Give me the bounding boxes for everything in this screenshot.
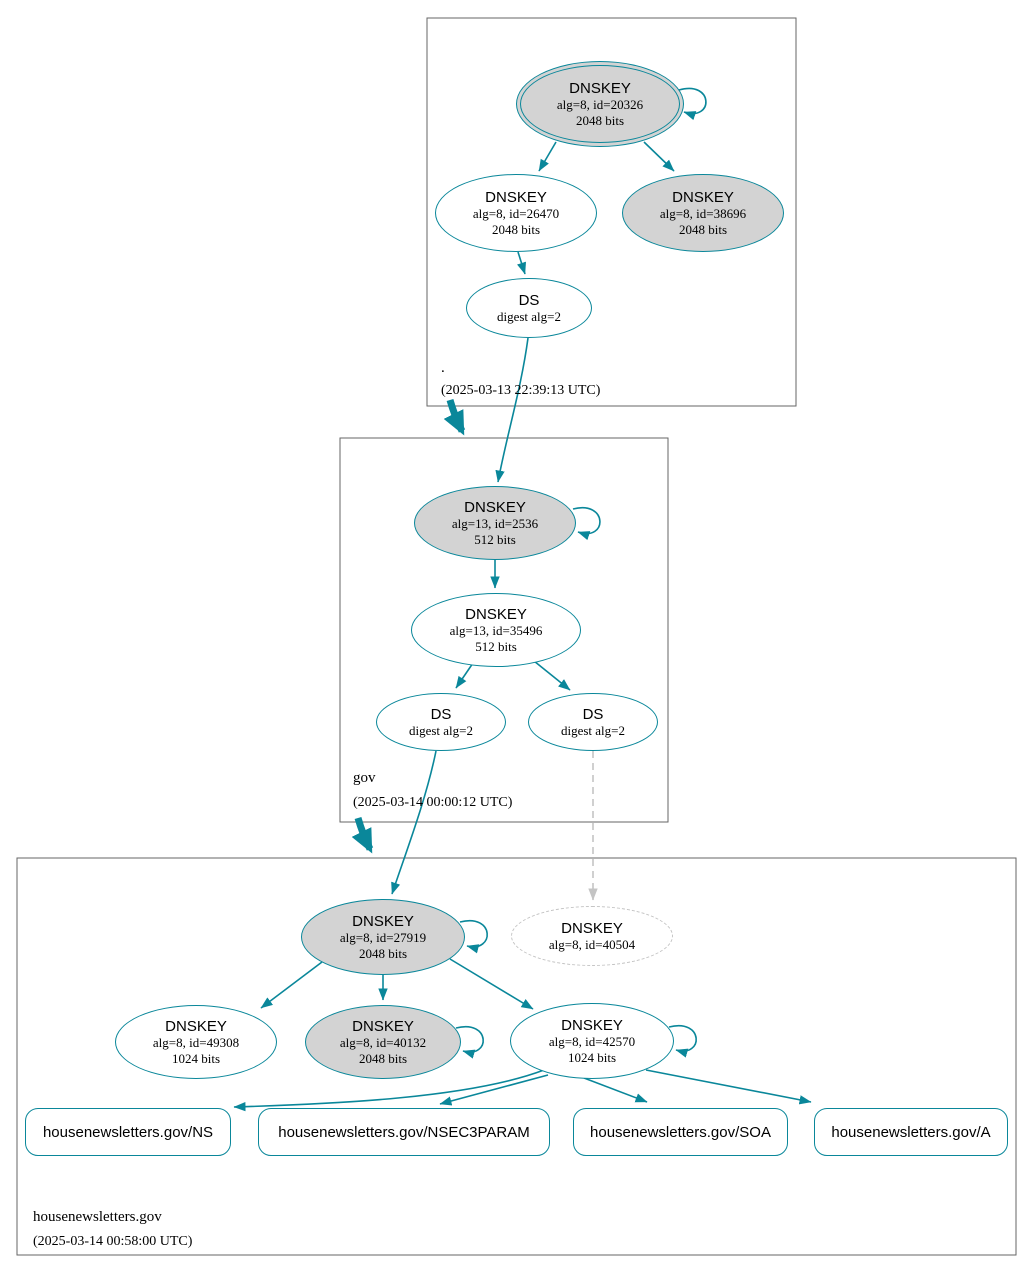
hnl-zone-name: housenewsletters.gov xyxy=(33,1209,162,1225)
gov-ds1-node[interactable]: DS digest alg=2 xyxy=(376,693,506,751)
root-zsk-dnskey-node[interactable]: DNSKEY alg=8, id=26470 2048 bits xyxy=(435,174,597,252)
node-meta: digest alg=2 xyxy=(408,722,474,738)
edge-root-ksk-key2 xyxy=(643,141,675,172)
node-bits: 1024 bits xyxy=(567,1049,617,1065)
node-meta: digest alg=2 xyxy=(496,308,562,324)
zone-box-gov xyxy=(339,437,669,823)
hnl-zsk3-dnskey-node[interactable]: DNSKEY alg=8, id=42570 1024 bits xyxy=(510,1003,674,1079)
rrset-label: housenewsletters.gov/NSEC3PARAM xyxy=(278,1123,530,1141)
node-bits: 2048 bits xyxy=(358,1050,408,1066)
node-title: DS xyxy=(430,705,452,723)
edge-hnl-zsk3-ns xyxy=(233,1069,545,1112)
edge-root-zsk-ds xyxy=(517,251,526,275)
node-bits: 2048 bits xyxy=(575,112,625,128)
rrset-soa-node[interactable]: housenewsletters.gov/SOA xyxy=(573,1108,788,1156)
gov-ds2-node[interactable]: DS digest alg=2 xyxy=(528,693,658,751)
node-title: DNSKEY xyxy=(352,1018,414,1036)
node-bits: 2048 bits xyxy=(678,221,728,237)
rrset-label: housenewsletters.gov/NS xyxy=(42,1123,214,1141)
edge-hnl-ksk-zsk3 xyxy=(449,958,534,1010)
rrset-label: housenewsletters.gov/A xyxy=(831,1123,991,1141)
edge-root-ds-gov-ksk xyxy=(495,337,529,483)
node-meta: alg=8, id=42570 xyxy=(548,1034,636,1050)
node-title: DNSKEY xyxy=(465,606,527,624)
node-title: DS xyxy=(518,291,540,309)
hnl-zsk2-dnskey-node[interactable]: DNSKEY alg=8, id=40132 2048 bits xyxy=(305,1005,461,1079)
edge-hnl-zsk3-selfloop xyxy=(668,1024,697,1058)
gov-ksk-dnskey-node[interactable]: DNSKEY alg=13, id=2536 512 bits xyxy=(414,486,576,560)
node-meta: alg=13, id=35496 xyxy=(449,623,543,639)
node-bits: 1024 bits xyxy=(171,1050,221,1066)
node-meta: alg=13, id=2536 xyxy=(451,516,539,532)
edge-hnl-zsk3-soa xyxy=(583,1077,648,1103)
rrset-label: housenewsletters.gov/SOA xyxy=(590,1123,771,1141)
gov-zsk-dnskey-node[interactable]: DNSKEY alg=13, id=35496 512 bits xyxy=(411,593,581,667)
node-meta: digest alg=2 xyxy=(560,722,626,738)
zone-box-root xyxy=(426,17,797,407)
rrset-ns-node[interactable]: housenewsletters.gov/NS xyxy=(25,1108,231,1156)
node-title: DNSKEY xyxy=(165,1018,227,1036)
edge-gov-ksk-selfloop xyxy=(572,506,601,541)
gov-zone-name: gov xyxy=(353,770,376,786)
node-meta: alg=8, id=40132 xyxy=(339,1035,427,1051)
node-title: DNSKEY xyxy=(485,189,547,207)
zone-box-housenewsletters xyxy=(16,857,1017,1256)
root-zone-timestamp: (2025-03-13 22:39:13 UTC) xyxy=(441,383,601,398)
edge-root-to-gov-delegation xyxy=(443,399,466,436)
node-title: DNSKEY xyxy=(352,913,414,931)
node-bits: 512 bits xyxy=(474,531,516,547)
node-meta: alg=8, id=38696 xyxy=(659,206,747,222)
edge-gov-zsk-ds2 xyxy=(533,660,571,691)
node-meta: alg=8, id=20326 xyxy=(556,97,644,113)
node-title: DNSKEY xyxy=(672,189,734,207)
hnl-ksk-dnskey-node[interactable]: DNSKEY alg=8, id=27919 2048 bits xyxy=(301,899,465,975)
node-bits: 2048 bits xyxy=(358,945,408,961)
root-zone-name: . xyxy=(441,360,445,376)
node-bits: 2048 bits xyxy=(491,221,541,237)
node-meta: alg=8, id=26470 xyxy=(472,206,560,222)
edge-hnl-ksk-selfloop xyxy=(459,919,488,954)
node-meta: alg=8, id=40504 xyxy=(548,936,636,952)
hnl-zone-timestamp: (2025-03-14 00:58:00 UTC) xyxy=(33,1234,193,1249)
edge-root-ksk-zsk xyxy=(538,141,557,172)
edge-root-ksk-selfloop xyxy=(678,87,707,121)
edge-gov-zsk-ds1 xyxy=(455,662,474,689)
hnl-zsk1-dnskey-node[interactable]: DNSKEY alg=8, id=49308 1024 bits xyxy=(115,1005,277,1079)
node-bits: 512 bits xyxy=(475,638,517,654)
edge-hnl-ksk-zsk1 xyxy=(260,961,323,1009)
node-meta: alg=8, id=49308 xyxy=(152,1035,240,1051)
gov-zone-timestamp: (2025-03-14 00:00:12 UTC) xyxy=(353,795,513,810)
node-title: DNSKEY xyxy=(561,1017,623,1035)
node-title: DNSKEY xyxy=(464,499,526,517)
edge-gov-to-hnl-delegation xyxy=(351,817,374,854)
root-ds-node[interactable]: DS digest alg=2 xyxy=(466,278,592,338)
rrset-a-node[interactable]: housenewsletters.gov/A xyxy=(814,1108,1008,1156)
edge-hnl-zsk2-selfloop xyxy=(455,1025,484,1059)
node-meta: alg=8, id=27919 xyxy=(339,930,427,946)
edge-hnl-zsk3-a xyxy=(645,1069,812,1105)
root-dnskey-38696-node[interactable]: DNSKEY alg=8, id=38696 2048 bits xyxy=(622,174,784,252)
rrset-nsec3param-node[interactable]: housenewsletters.gov/NSEC3PARAM xyxy=(258,1108,550,1156)
hnl-missing-dnskey-node[interactable]: DNSKEY alg=8, id=40504 xyxy=(511,906,673,966)
edge-gov-ds1-hnl-ksk xyxy=(391,750,437,895)
node-title: DS xyxy=(582,705,604,723)
root-ksk-dnskey-node[interactable]: DNSKEY alg=8, id=20326 2048 bits xyxy=(516,61,684,147)
node-title: DNSKEY xyxy=(561,919,623,937)
node-title: DNSKEY xyxy=(569,80,631,98)
edge-hnl-zsk3-nsec3param xyxy=(439,1074,549,1106)
